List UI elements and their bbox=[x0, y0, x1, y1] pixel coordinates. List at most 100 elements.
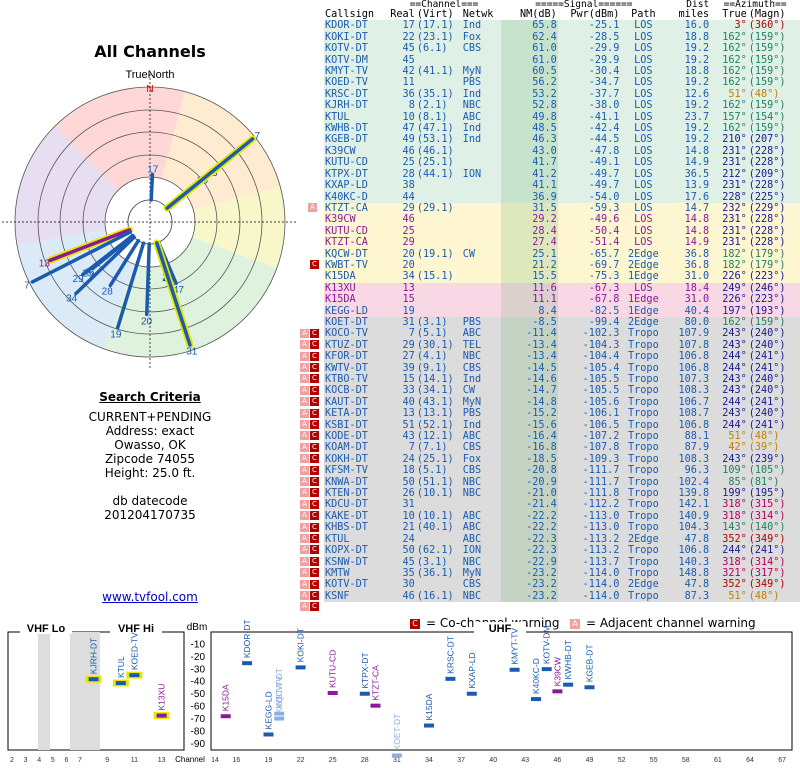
table-cell: 53.2 bbox=[501, 88, 558, 101]
table-cell: (317°) bbox=[748, 567, 786, 579]
table-cell: 11 bbox=[402, 77, 415, 89]
tvfool-link[interactable]: www.tvfool.com bbox=[102, 590, 198, 604]
table-cell: (241°) bbox=[748, 419, 786, 431]
x-tick-label: 11 bbox=[131, 757, 138, 764]
table-cell: -50.4 bbox=[588, 225, 620, 237]
co-channel-warning-icon: C bbox=[310, 454, 319, 464]
table-cell: KOTV-DT bbox=[325, 43, 368, 55]
table-cell: 106.8 bbox=[678, 419, 710, 431]
table-cell: (314°) bbox=[748, 510, 786, 522]
spoke-channel-label: 7 bbox=[254, 131, 260, 142]
table-cell: Ind bbox=[462, 20, 482, 32]
column-header: (Virt) bbox=[416, 9, 454, 20]
table-cell: KOCB-DT bbox=[325, 385, 368, 397]
table-cell: KMTW bbox=[325, 567, 350, 579]
table-cell: Ind bbox=[462, 88, 482, 100]
table-cell: (43.1) bbox=[416, 396, 454, 408]
table-cell: (51.1) bbox=[416, 476, 454, 488]
table-cell: -111.7 bbox=[582, 476, 620, 488]
table-cell: (159°) bbox=[748, 31, 786, 43]
adjacent-warning-icon: A bbox=[300, 522, 309, 532]
table-cell: (53.1) bbox=[416, 134, 454, 146]
table-cell: KAUT-DT bbox=[325, 396, 368, 408]
adjacent-warning-icon: A bbox=[300, 397, 309, 407]
table-cell: Tropo bbox=[628, 590, 659, 602]
table-cell: 36.8 bbox=[684, 248, 710, 260]
table-cell: -113.7 bbox=[582, 556, 620, 568]
table-cell: (29.1) bbox=[416, 202, 454, 214]
table-cell: KOET-DT bbox=[325, 316, 368, 328]
adjacent-warning-icon: A bbox=[300, 488, 309, 498]
adjacent-warning-icon: A bbox=[300, 408, 309, 418]
x-tick-label: 52 bbox=[618, 757, 626, 764]
table-cell: KOKI-DT bbox=[325, 31, 368, 43]
table-cell: KUTU-CD bbox=[325, 225, 368, 237]
spoke-channel-label: 34 bbox=[66, 294, 78, 305]
x-tick-label: 28 bbox=[361, 757, 369, 764]
table-cell: -11.4 bbox=[501, 328, 558, 340]
table-cell: 19.2 bbox=[684, 123, 710, 135]
table-cell: K39CW bbox=[325, 145, 356, 157]
table-cell: PBS bbox=[462, 316, 482, 328]
table-cell: 162° bbox=[722, 316, 747, 328]
table-cell: Ind bbox=[462, 123, 482, 135]
table-cell: -34.7 bbox=[588, 77, 620, 89]
criteria-line: db datecode bbox=[112, 494, 188, 508]
station-bar bbox=[370, 703, 381, 708]
table-cell: KDCU-DT bbox=[325, 499, 368, 511]
table-cell: 13 bbox=[402, 282, 415, 294]
table-cell: -112.2 bbox=[582, 499, 620, 511]
